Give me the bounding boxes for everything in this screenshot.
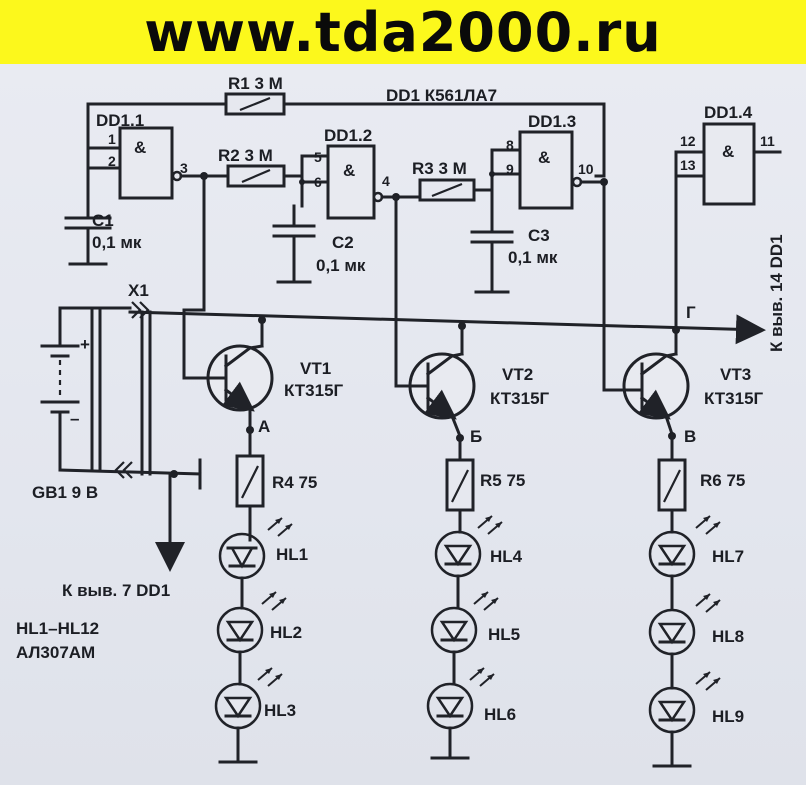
gate-dd1-2-pin-in2: 6 — [314, 174, 322, 190]
led-hl9: HL9 — [648, 671, 744, 768]
dd1-2-output-wire — [372, 148, 520, 388]
led-hl9-label: HL9 — [712, 707, 744, 726]
led-hl2: HL2 — [216, 591, 302, 686]
gate-dd1-1-name: DD1.1 — [96, 111, 144, 130]
c2-value: 0,1 мк — [316, 256, 366, 275]
gate-dd1-2-pin-in1: 5 — [314, 149, 322, 165]
vt1-name: VT1 — [300, 359, 331, 378]
site-banner: www.tda2000.ru — [0, 0, 806, 64]
c3-value: 0,1 мк — [508, 248, 558, 267]
r6-label: R6 75 — [700, 471, 745, 490]
c3-name: C3 — [528, 226, 550, 245]
dd1-3-output-wire — [571, 176, 608, 392]
gate-dd1-4-name: DD1.4 — [704, 103, 753, 122]
resistor-r2: R2 3 М — [218, 146, 286, 188]
pin7-note: К выв. 7 DD1 — [62, 581, 170, 600]
led-hl5-label: HL5 — [488, 625, 520, 644]
capacitor-c2: C2 0,1 мк — [272, 179, 366, 284]
svg-text:+: + — [80, 335, 90, 354]
gate-dd1-4: & DD1.4 12 13 11 — [674, 103, 782, 332]
gate-dd1-4-pin-in2: 13 — [680, 157, 696, 173]
r3-label: R3 3 М — [412, 159, 467, 178]
vt2-name: VT2 — [502, 365, 533, 384]
r4-label: R4 75 — [272, 473, 317, 492]
gate-dd1-3: & DD1.3 8 9 10 — [506, 112, 594, 210]
gate-dd1-4-pin-in1: 12 — [680, 133, 696, 149]
connector-label: X1 — [128, 281, 149, 300]
c1-name: C1 — [92, 211, 114, 230]
string-2: Б R5 75 — [445, 427, 525, 534]
led-hl8: HL8 — [648, 593, 744, 690]
c1-value: 0,1 мк — [92, 233, 142, 252]
r1-label: R1 3 М — [228, 74, 283, 93]
pin14-note: К выв. 14 DD1 — [767, 234, 786, 352]
dd1-1-output-wire — [171, 154, 328, 312]
led-hl3-label: HL3 — [264, 701, 296, 720]
feedback-loop-wires — [86, 102, 606, 207]
led-hl5: HL5 — [430, 591, 520, 686]
resistor-r1: R1 3 М — [224, 74, 286, 116]
string-3: В R6 75 — [657, 427, 745, 534]
vt3-name: VT3 — [720, 365, 751, 384]
led-hl3: HL3 — [214, 667, 296, 764]
battery-gb1: + – GB1 9 В — [32, 306, 98, 502]
led-hl6: HL6 — [426, 667, 516, 760]
gate-dd1-1-pin-in1: 1 — [108, 131, 116, 147]
c2-name: C2 — [332, 233, 354, 252]
transistor-vt1: VT1 КТ315Г — [182, 308, 344, 430]
node-b-label: Б — [470, 427, 482, 446]
led-hl7: HL7 — [648, 515, 744, 610]
led-hl8-label: HL8 — [712, 627, 744, 646]
gate-dd1-1: & DD1.1 1 2 3 — [96, 111, 188, 200]
led-hl4-label: HL4 — [490, 547, 523, 566]
battery-label: GB1 9 В — [32, 483, 98, 502]
gate-dd1-3-pin-in1: 8 — [506, 137, 514, 153]
gate-dd1-4-pin-out: 11 — [760, 133, 775, 149]
connector-x1: X1 К выв. 7 DD1 — [58, 281, 202, 600]
gate-dd1-3-pin-out: 10 — [578, 161, 594, 177]
vt2-type: КТ315Г — [490, 389, 550, 408]
resistor-r3: R3 3 М — [412, 159, 476, 202]
node-a-label: А — [258, 417, 270, 436]
gate-dd1-3-name: DD1.3 — [528, 112, 576, 131]
capacitor-c3: C3 0,1 мк — [470, 171, 558, 294]
led-note-line1: HL1–HL12 — [16, 619, 99, 638]
capacitor-c1: C1 0,1 мк — [64, 203, 142, 266]
vt3-type: КТ315Г — [704, 389, 764, 408]
transistor-vt3: VT3 КТ315Г — [602, 328, 764, 436]
led-hl2-label: HL2 — [270, 623, 302, 642]
gate-dd1-2-name: DD1.2 — [324, 126, 372, 145]
gate-dd1-3-pin-in2: 9 — [506, 161, 514, 177]
led-hl7-label: HL7 — [712, 547, 744, 566]
led-hl1: HL1 — [218, 517, 308, 610]
svg-text:–: – — [70, 409, 79, 428]
gate-dd1-4-symbol: & — [722, 142, 734, 161]
r2-label: R2 3 М — [218, 146, 273, 165]
string-1: А R4 75 — [235, 417, 317, 542]
led-note-line2: АЛ307АМ — [16, 643, 95, 662]
gate-dd1-1-symbol: & — [134, 138, 146, 157]
r5-label: R5 75 — [480, 471, 525, 490]
led-hl1-label: HL1 — [276, 545, 308, 564]
power-rail: Г К выв. 14 DD1 — [128, 234, 786, 352]
transistor-vt2: VT2 КТ315Г — [394, 324, 550, 438]
led-hl6-label: HL6 — [484, 705, 516, 724]
gate-dd1-2-pin-out: 4 — [382, 173, 390, 189]
gate-dd1-2: & DD1.2 5 6 4 — [314, 126, 390, 220]
chip-label: DD1 К561ЛА7 — [386, 86, 497, 105]
gate-dd1-3-symbol: & — [538, 148, 550, 167]
vt1-type: КТ315Г — [284, 381, 344, 400]
led-hl4: HL4 — [434, 515, 523, 610]
gate-dd1-1-pin-out: 3 — [180, 160, 188, 176]
site-url-text: www.tda2000.ru — [144, 1, 662, 64]
gate-dd1-2-symbol: & — [343, 161, 355, 180]
node-v-label: В — [684, 427, 696, 446]
gate-dd1-1-pin-in2: 2 — [108, 153, 116, 169]
node-g-label: Г — [686, 303, 696, 322]
